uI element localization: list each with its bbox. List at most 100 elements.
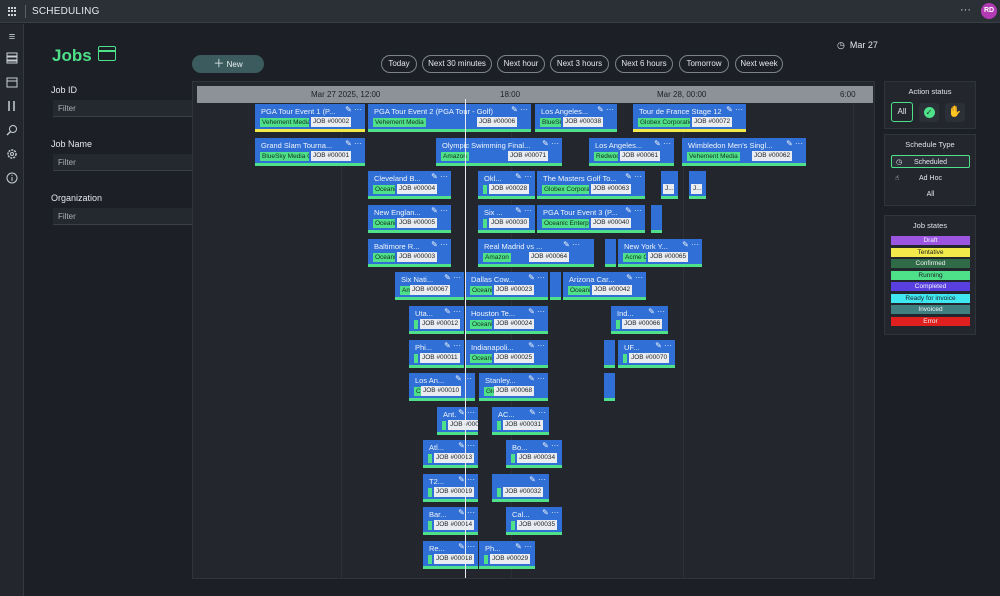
job-card[interactable]: Ph...✎ ···JOB #00029	[479, 541, 535, 569]
job-card[interactable]: Six ...✎ ···JOB #00030	[478, 205, 535, 233]
hamburger-menu-icon[interactable]: ≡	[8, 31, 16, 43]
edit-icon[interactable]: ✎	[648, 307, 655, 316]
job-card[interactable]: Bo...✎ ···JOB #00034	[506, 440, 562, 468]
job-card-collapsed[interactable]	[604, 340, 615, 368]
job-card-collapsed[interactable]: J...	[689, 171, 706, 199]
edit-icon[interactable]: ✎	[444, 341, 451, 350]
job-card[interactable]: T2...✎ ···JOB #00019	[423, 474, 478, 502]
more-icon[interactable]: ···	[453, 307, 461, 316]
more-icon[interactable]: ···	[572, 240, 580, 249]
job-card[interactable]: Atl...✎ ···JOB #00013	[423, 440, 478, 468]
edit-icon[interactable]: ✎	[529, 408, 536, 417]
user-avatar[interactable]: RD	[981, 3, 997, 19]
more-icon[interactable]: ···	[664, 341, 672, 350]
more-icon[interactable]: ···	[520, 105, 528, 114]
range-today-button[interactable]: Today	[381, 55, 417, 73]
more-options-icon[interactable]: ···	[960, 4, 971, 16]
more-icon[interactable]: ···	[524, 542, 532, 551]
edit-icon[interactable]: ✎	[528, 374, 535, 383]
job-card-collapsed[interactable]	[605, 239, 616, 267]
more-icon[interactable]: ···	[440, 172, 448, 181]
job-card[interactable]: Wimbledon Men's Singl...✎ ···Vehement Me…	[682, 138, 806, 166]
edit-icon[interactable]: ✎	[563, 240, 570, 249]
edit-icon[interactable]: ✎	[786, 139, 793, 148]
search-nav-icon[interactable]	[5, 124, 19, 138]
job-card[interactable]: Cleveland B...✎ ···Oceanic EnJOB #00004	[368, 171, 451, 199]
settings-nav-icon[interactable]	[5, 148, 19, 162]
edit-icon[interactable]: ✎	[431, 240, 438, 249]
more-icon[interactable]: ···	[467, 408, 475, 417]
job-card[interactable]: Los An...✎ ···CyberJOB #00010	[409, 373, 475, 401]
job-card[interactable]: Uta...✎ ···JOB #00012	[409, 306, 464, 334]
job-card[interactable]: Okl...✎ ···JOB #00028	[478, 171, 535, 199]
schedule-adhoc-button[interactable]: ☝ Ad Hoc	[891, 172, 970, 185]
more-icon[interactable]: ···	[795, 139, 803, 148]
job-state-invoiced[interactable]: Invoiced	[891, 305, 970, 314]
organization-filter-input[interactable]: Filter ✕	[53, 208, 209, 225]
more-icon[interactable]: ···	[537, 307, 545, 316]
edit-icon[interactable]: ✎	[529, 475, 536, 484]
job-card[interactable]: Arizona Car...✎ ···Oceanic EnJOB #00042	[563, 272, 646, 300]
job-state-error[interactable]: Error	[891, 316, 970, 326]
more-icon[interactable]: ···	[551, 508, 559, 517]
action-completed-button[interactable]: ✓	[919, 103, 939, 122]
job-card[interactable]: Stanley...✎ ···GlobeJOB #00068	[479, 373, 548, 401]
edit-icon[interactable]: ✎	[458, 441, 465, 450]
job-card[interactable]: Grand Slam Tourna...✎ ···BlueSky Media C…	[255, 138, 365, 166]
jobs-nav-icon[interactable]	[5, 52, 19, 66]
edit-icon[interactable]: ✎	[444, 307, 451, 316]
timeline[interactable]: Mar 27 2025, 12:00 18:00 Mar 28, 00:00 6…	[192, 81, 875, 579]
edit-icon[interactable]: ✎	[542, 441, 549, 450]
more-icon[interactable]: ···	[537, 273, 545, 282]
more-icon[interactable]: ···	[440, 206, 448, 215]
more-icon[interactable]: ···	[538, 408, 546, 417]
schedule-all-button[interactable]: All	[926, 191, 935, 198]
new-job-button[interactable]: ＋ New	[192, 55, 264, 73]
job-card[interactable]: New Englan...✎ ···Oceanic EnJOB #00005	[368, 205, 451, 233]
edit-icon[interactable]: ✎	[345, 105, 352, 114]
action-manual-button[interactable]: ✋	[945, 103, 965, 122]
more-icon[interactable]: ···	[537, 374, 545, 383]
edit-icon[interactable]: ✎	[458, 542, 465, 551]
edit-icon[interactable]: ✎	[458, 508, 465, 517]
job-state-tentative[interactable]: Tentative	[891, 247, 970, 257]
job-card[interactable]: UF...✎ ···JOB #00070	[618, 340, 675, 368]
job-card[interactable]: New York Y...✎ ···Acme CorJOB #00065	[618, 239, 702, 267]
more-icon[interactable]: ···	[524, 172, 532, 181]
job-card-collapsed[interactable]	[550, 272, 561, 300]
more-icon[interactable]: ···	[467, 542, 475, 551]
job-card[interactable]: Cal...✎ ···JOB #00035	[506, 507, 562, 535]
more-icon[interactable]: ···	[453, 341, 461, 350]
job-state-ready-for-invoice[interactable]: Ready for invoice	[891, 293, 970, 303]
schedule-scheduled-button[interactable]: ◷ Scheduled	[891, 155, 970, 168]
edit-icon[interactable]: ✎	[726, 105, 733, 114]
calendar-nav-icon[interactable]	[5, 76, 19, 90]
edit-icon[interactable]: ✎	[431, 206, 438, 215]
more-icon[interactable]: ···	[635, 273, 643, 282]
job-state-completed[interactable]: Completed	[891, 282, 970, 291]
edit-icon[interactable]: ✎	[515, 206, 522, 215]
job-card[interactable]: Re...✎ ···JOB #00018	[423, 541, 478, 569]
tools-nav-icon[interactable]	[5, 100, 19, 114]
job-card[interactable]: AC...✎ ···JOB #00031	[492, 407, 549, 435]
edit-icon[interactable]: ✎	[655, 341, 662, 350]
more-icon[interactable]: ···	[551, 441, 559, 450]
job-card[interactable]: Los Angeles...✎ ···RedwoodJOB #00061	[589, 138, 674, 166]
job-id-filter-input[interactable]: Filter ✕	[53, 100, 209, 117]
more-icon[interactable]: ···	[464, 374, 472, 383]
job-card-collapsed[interactable]	[583, 239, 594, 267]
edit-icon[interactable]: ✎	[528, 273, 535, 282]
job-card[interactable]: Six Nati...✎ ···AmazJOB #00067	[395, 272, 464, 300]
job-card-collapsed[interactable]	[651, 205, 662, 233]
job-state-draft[interactable]: Draft	[891, 236, 970, 245]
edit-icon[interactable]: ✎	[511, 105, 518, 114]
more-icon[interactable]: ···	[354, 139, 362, 148]
job-card[interactable]: PGA Tour Event 3 (P...✎ ···Oceanic Enter…	[537, 205, 645, 233]
job-card[interactable]: Phi...✎ ···JOB #00011	[409, 340, 464, 368]
more-icon[interactable]: ···	[735, 105, 743, 114]
edit-icon[interactable]: ✎	[515, 172, 522, 181]
job-card-collapsed[interactable]: J...	[661, 171, 678, 199]
job-state-confirmed[interactable]: Confirmed	[891, 259, 970, 268]
more-icon[interactable]: ···	[657, 307, 665, 316]
